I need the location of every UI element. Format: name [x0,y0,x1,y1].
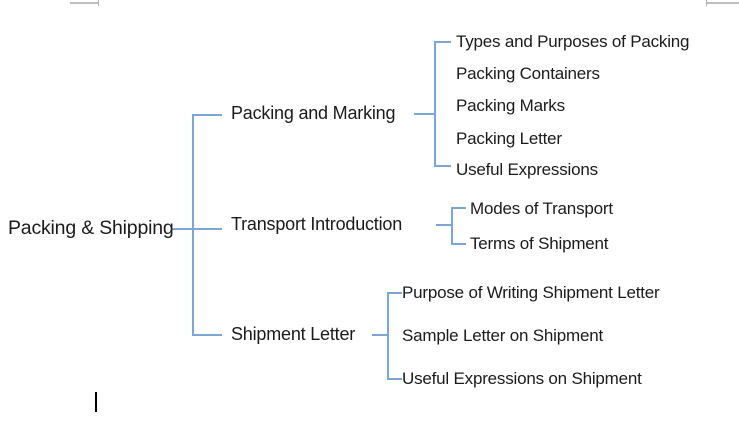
node-branch-transport-introduction[interactable]: Transport Introduction [231,214,403,234]
node-leaf-useful-expressions-on-shipment[interactable]: Useful Expressions on Shipment [402,369,642,388]
node-root-packing-and-shipping[interactable]: Packing & Shipping [8,217,174,239]
connector-root-stub [172,228,193,230]
node-leaf-modes-of-transport[interactable]: Modes of Transport [470,199,613,218]
node-leaf-purpose-of-writing-shipment-letter[interactable]: Purpose of Writing Shipment Letter [402,283,660,302]
connector-transport-child-2 [451,243,466,245]
connector-packing-bracket [434,41,436,166]
connector-shipment-stub [372,334,388,336]
connector-main-spine [192,114,194,335]
node-branch-shipment-letter[interactable]: Shipment Letter [231,324,356,344]
text-caret [95,392,97,412]
ruler-right-margin-mark [707,2,739,4]
connector-shipment-child-1 [387,292,402,294]
connector-spine-to-transport [192,228,222,230]
node-leaf-useful-expressions[interactable]: Useful Expressions [456,160,598,179]
ruler-right-margin-tick [706,0,707,6]
connector-transport-stub [436,224,452,226]
node-leaf-packing-containers[interactable]: Packing Containers [456,64,600,83]
connector-spine-to-packing [192,114,222,116]
ruler-left-margin-mark [70,2,99,4]
node-leaf-packing-letter[interactable]: Packing Letter [456,129,562,148]
ruler-left-margin-tick [98,0,99,6]
connector-packing-child-5 [434,165,451,167]
connector-transport-bracket [451,207,453,244]
node-branch-packing-and-marking[interactable]: Packing and Marking [231,103,396,123]
node-leaf-packing-marks[interactable]: Packing Marks [456,96,565,115]
node-leaf-terms-of-shipment[interactable]: Terms of Shipment [470,234,609,253]
connector-packing-stub [414,113,435,115]
connector-packing-child-1 [434,41,451,43]
connector-spine-to-shipment [192,334,222,336]
connector-transport-child-1 [451,207,466,209]
node-leaf-types-and-purposes-of-packing[interactable]: Types and Purposes of Packing [456,32,690,51]
connector-shipment-bracket [387,292,389,379]
connector-shipment-child-3 [387,378,402,380]
node-leaf-sample-letter-on-shipment[interactable]: Sample Letter on Shipment [402,326,604,345]
